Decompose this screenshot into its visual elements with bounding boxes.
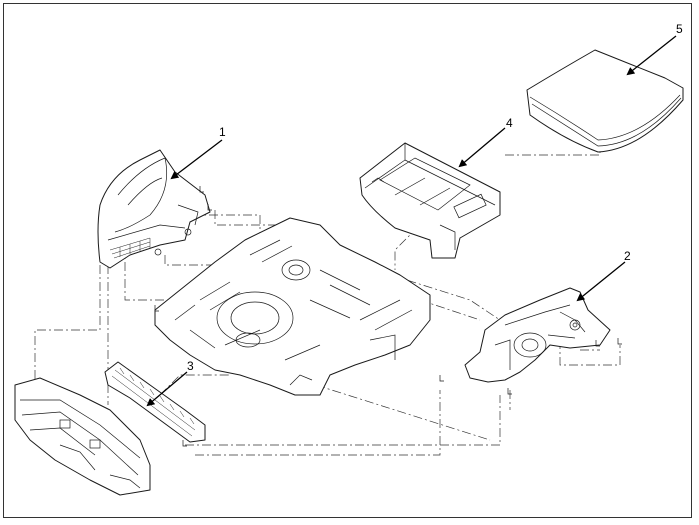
- leader-4: [458, 127, 506, 168]
- leader-3: [146, 371, 188, 407]
- part-4-luggage-tray: [359, 142, 501, 259]
- rear-back-panel: [14, 377, 151, 496]
- callout-4-label: 4: [506, 116, 513, 130]
- callout-3-label: 3: [187, 359, 194, 373]
- fastener-clips: [154, 186, 622, 447]
- callout-5-label: 5: [676, 22, 683, 36]
- leader-2: [576, 261, 626, 302]
- callout-2-label: 2: [624, 249, 631, 263]
- leader-1: [170, 139, 223, 180]
- part-2-right-trim: [464, 287, 611, 383]
- rear-floor-panel: [154, 217, 431, 396]
- callout-1-label: 1: [219, 125, 226, 139]
- part-5-luggage-cover: [526, 49, 684, 153]
- part-1-left-trim: [97, 149, 211, 269]
- callout-leaders: [146, 35, 677, 407]
- leader-5: [626, 35, 677, 76]
